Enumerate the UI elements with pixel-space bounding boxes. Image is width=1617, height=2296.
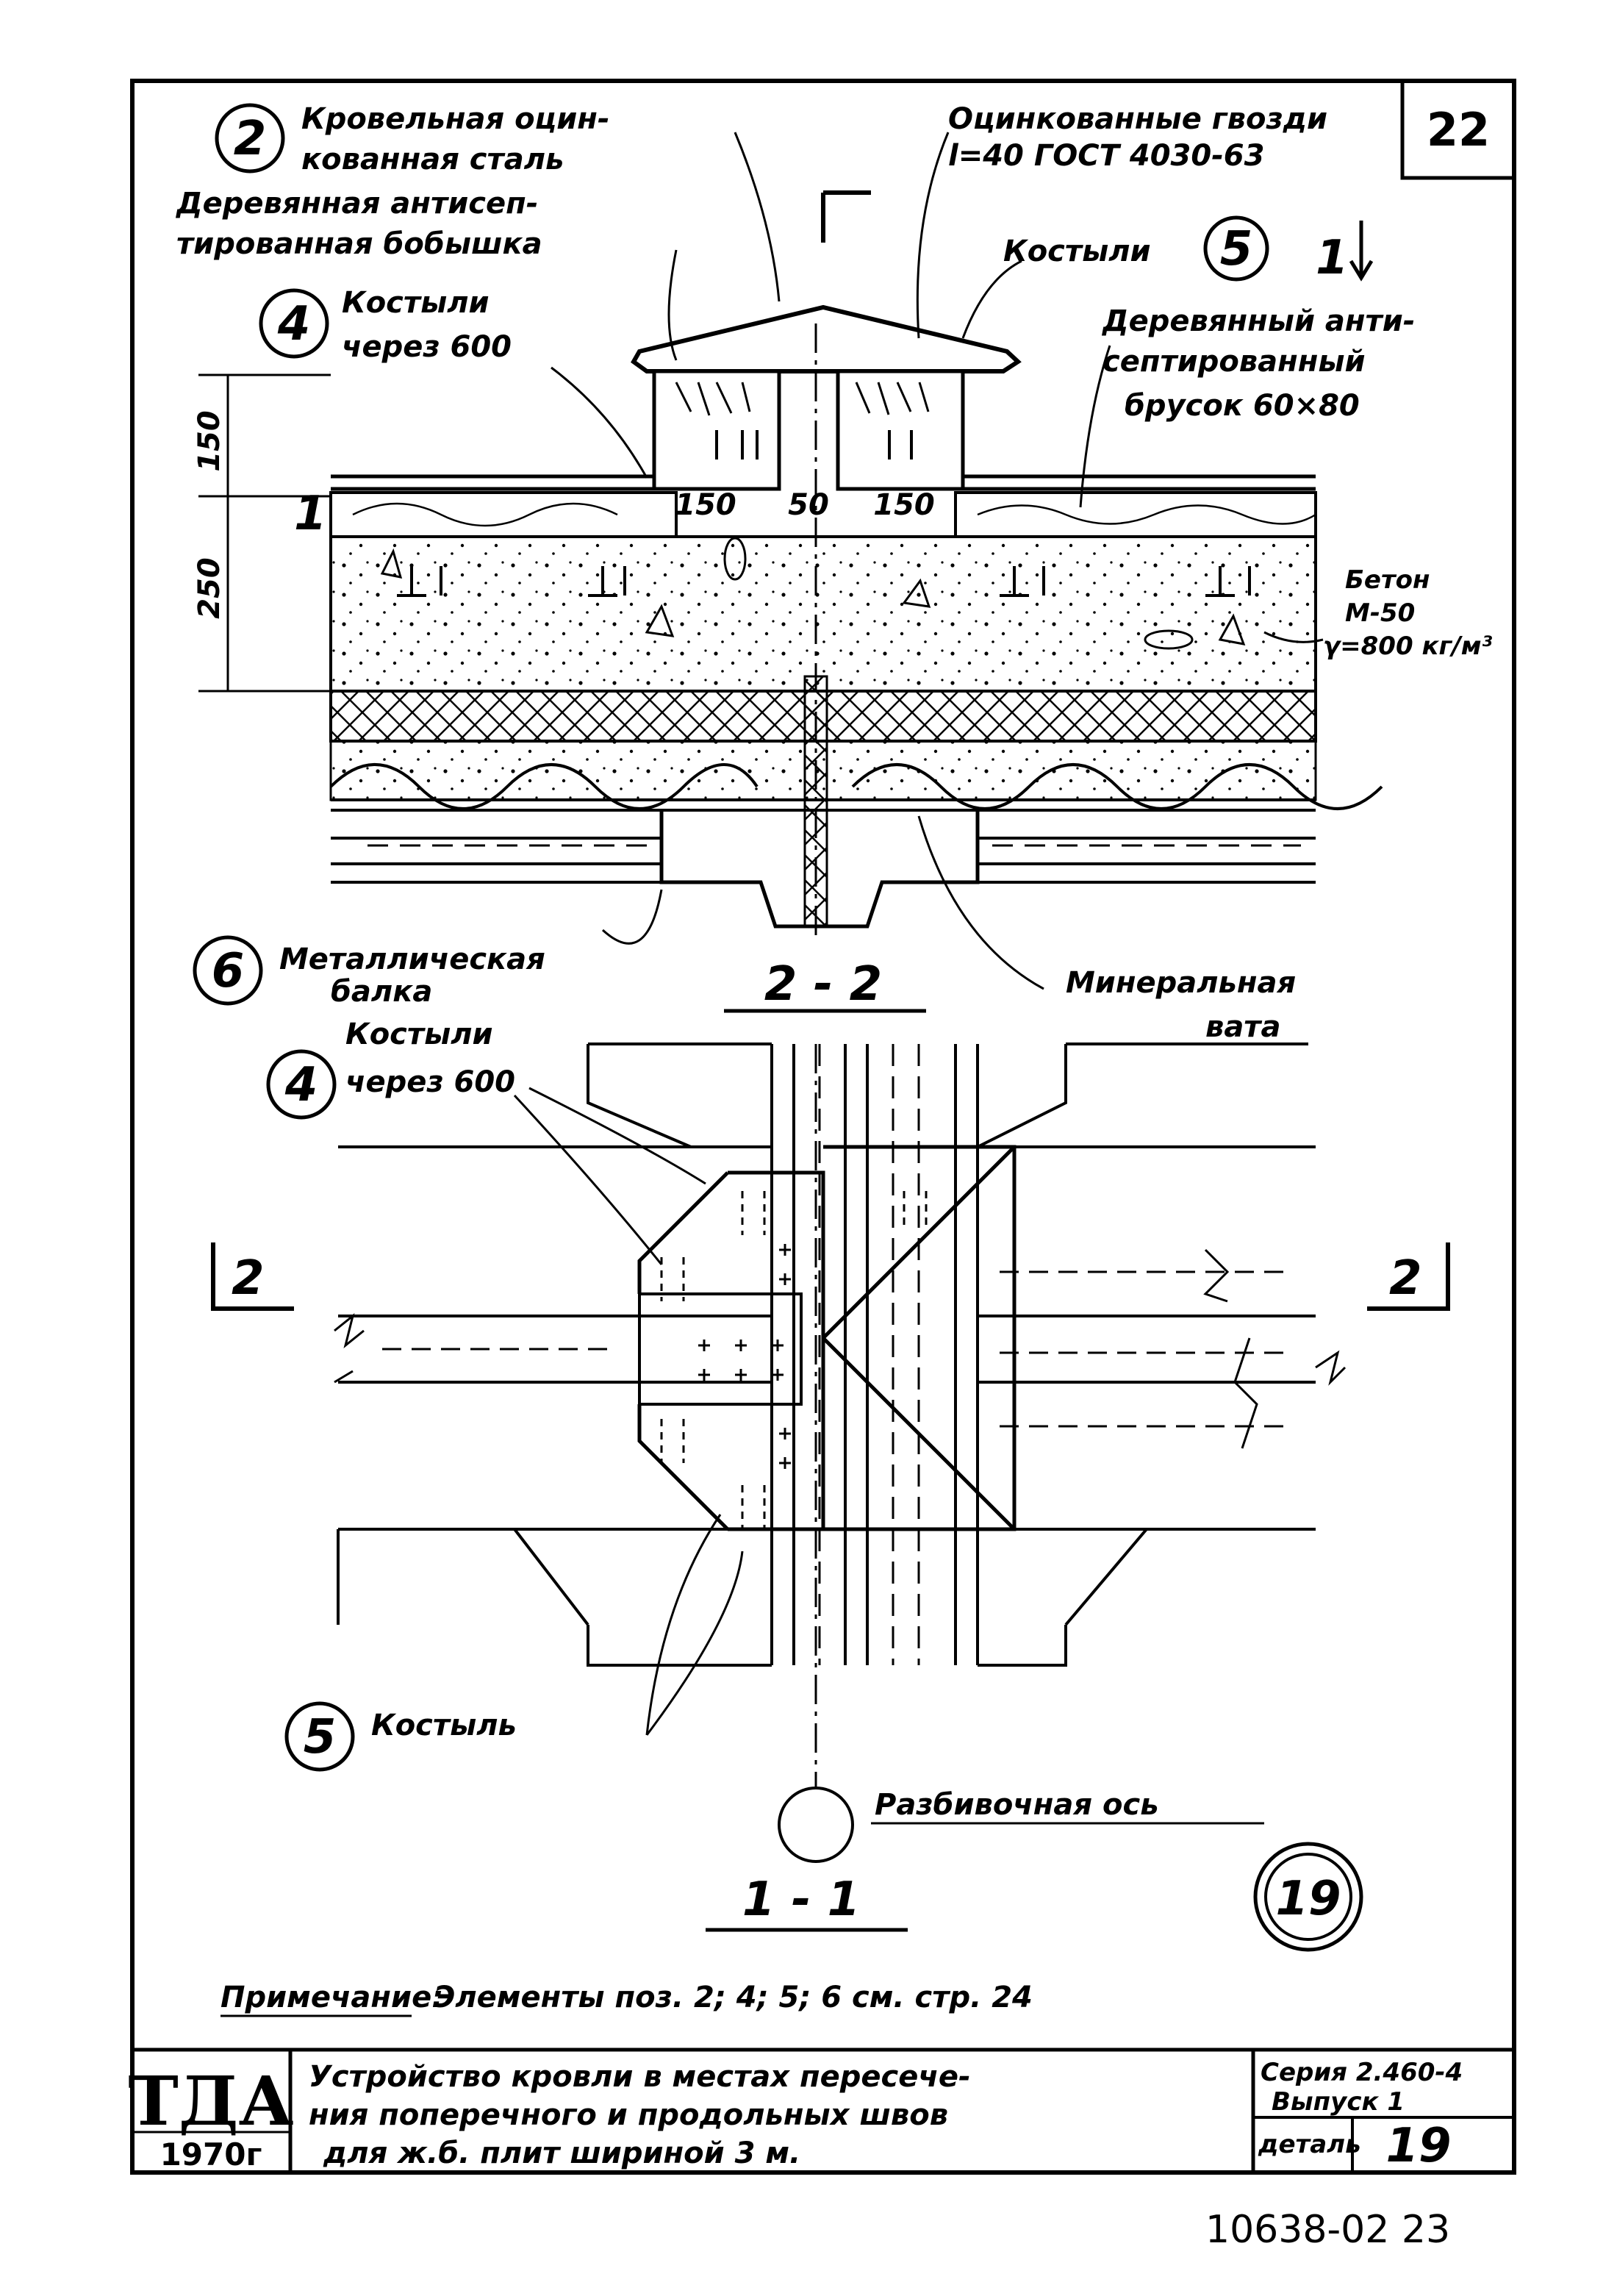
slab-outline [337, 1043, 1316, 1667]
bar-line3: брусок 60×80 [1125, 389, 1360, 423]
timber-bar-left [329, 491, 678, 538]
cut-mark-1-right [1349, 221, 1374, 282]
section-2-2: 1 150 250 150 50 150 [175, 102, 1493, 1044]
callout-4-bottom-line1: Костыли [345, 1018, 493, 1051]
svg-text:4: 4 [284, 1058, 318, 1112]
callout-4-top-line2: через 600 [342, 330, 512, 364]
svg-text:150: 150 [675, 488, 736, 522]
leader-lines-top [551, 132, 1324, 990]
title-line1: Устройство кровли в местах пересече- [309, 2060, 971, 2094]
note-text: Элементы поз. 2; 4; 5; 6 см. стр. 24 [434, 1981, 1033, 2014]
svg-text:6: 6 [212, 944, 245, 998]
svg-text:2: 2 [232, 1251, 265, 1306]
detail-circle [1253, 1842, 1363, 1952]
series-label: Серия 2.460-4 [1261, 2058, 1463, 2087]
section-1-1-label: 1 - 1 [742, 1873, 860, 1927]
logo: ТДА [128, 2061, 293, 2141]
bar-line1: Деревянный анти- [1101, 304, 1415, 338]
svg-text:50: 50 [788, 488, 829, 522]
svg-text:5: 5 [1220, 222, 1253, 276]
callout-2-circle [215, 103, 285, 174]
cap-outline [637, 1145, 1017, 1531]
callout-2-line2: кованная сталь [301, 143, 564, 176]
concrete-line3: γ=800 кг/м³ [1323, 632, 1493, 661]
title-line3: для ж.б. плит шириной 3 м. [323, 2136, 800, 2170]
sheet-number: 22 [1427, 103, 1490, 157]
wool-line2: вата [1205, 1010, 1280, 1044]
axis-label: Разбивочная ось [875, 1788, 1158, 1822]
callout-2-line1: Кровельная оцин- [301, 102, 609, 136]
callout-4-top-line1: Костыли [342, 286, 490, 320]
detail-label: деталь [1258, 2130, 1361, 2159]
svg-text:4: 4 [277, 297, 311, 351]
axis-circle [778, 1787, 854, 1863]
year: 1970г [160, 2136, 262, 2172]
concrete-line2: М-50 [1345, 598, 1415, 628]
cut-label-top: 1 [1316, 231, 1349, 285]
cut-mark-2-left [211, 1242, 294, 1311]
footer-code: 10638-02 23 [1205, 2208, 1450, 2252]
sheet-number-box [1400, 79, 1516, 180]
cut-mark-top [821, 190, 871, 243]
issue-label: Выпуск 1 [1272, 2087, 1405, 2117]
detail-number: 19 [1275, 1872, 1341, 1926]
ridge-cap [631, 304, 1022, 373]
svg-text:150: 150 [873, 488, 935, 522]
svg-text:2: 2 [1389, 1251, 1422, 1306]
svg-text:5: 5 [304, 1710, 337, 1764]
cut-label-left: 1 [294, 487, 327, 541]
callout-5-top-circle [1203, 215, 1269, 282]
roof-steel [331, 474, 1316, 491]
cut-mark-2-right [1367, 1242, 1450, 1311]
leader-lines-plan [513, 1087, 744, 1736]
callout-2-num: 2 [234, 112, 267, 166]
wool-line1: Минеральная [1066, 966, 1296, 1000]
callout-4-bottom-line2: через 600 [345, 1065, 515, 1099]
callout-5-bottom-circle [284, 1701, 355, 1772]
callout-6-line1: Металлическая [279, 943, 545, 976]
svg-text:150: 150 [193, 410, 226, 472]
title-block: ТДА 1970г Устройство кровли в местах пер… [128, 2048, 1516, 2175]
concrete-layer [329, 535, 1317, 693]
detail-value: 19 [1385, 2119, 1451, 2173]
profiled-sheet [329, 763, 1383, 810]
callout-4-bottom-circle [266, 1049, 337, 1120]
callout-6-circle [193, 935, 263, 1006]
nails-line1: Оцинкованные гвозди [948, 102, 1327, 136]
svg-text:250: 250 [193, 557, 226, 619]
title-line2: ния поперечного и продольных швов [309, 2098, 948, 2132]
boss-line2: тированная бобышка [176, 227, 542, 261]
section-1-1: 2 2 4 Костыли через 600 5 Костыль Разбив… [211, 1018, 1450, 1952]
callout-5-bottom-text: Костыль [371, 1709, 517, 1742]
concrete-line1: Бетон [1345, 565, 1430, 595]
nails-line2: l=40 ГОСТ 4030-63 [948, 139, 1264, 173]
note-label: Примечание: [220, 1981, 443, 2014]
timber-bar-right [954, 491, 1317, 538]
dim-lines [198, 373, 331, 693]
callout-5-top-text: Костыли [1003, 235, 1151, 268]
boss-line1: Деревянная антисеп- [175, 187, 538, 221]
callout-6-line2: балка [331, 975, 432, 1009]
callout-4-top-circle [259, 288, 329, 359]
section-2-2-label: 2 - 2 [764, 957, 882, 1012]
bar-line2: септированный [1102, 345, 1366, 379]
